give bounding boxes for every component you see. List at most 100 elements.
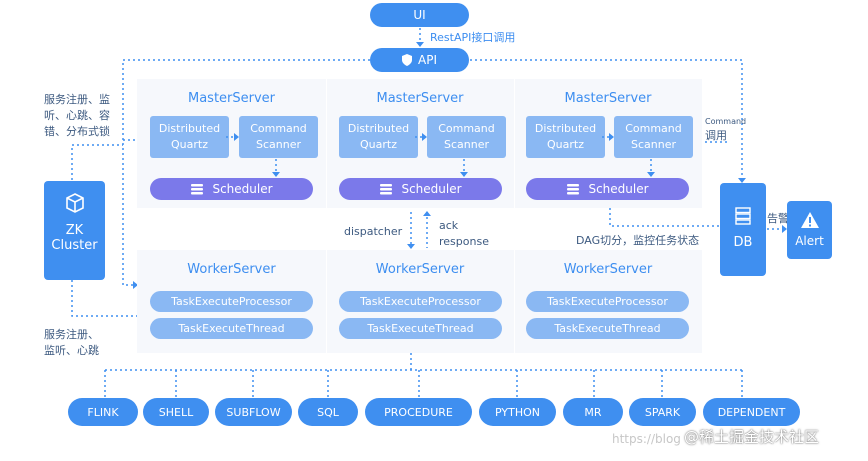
box-line: Scanner: [630, 138, 676, 151]
api-node: API: [370, 48, 469, 72]
database-stack-icon: [566, 183, 580, 195]
command-en: Command: [705, 117, 747, 126]
registry-note-line: 服务注册、监: [44, 93, 110, 106]
task-thread: TaskExecuteThread: [339, 318, 502, 339]
task-type-flink: FLINK: [68, 398, 138, 426]
dispatcher-label: dispatcher: [344, 225, 403, 238]
task-type-sql: SQL: [298, 398, 358, 426]
scheduler-bar: Scheduler: [526, 178, 689, 200]
ui-label: UI: [413, 8, 426, 22]
task-thread: TaskExecuteThread: [150, 318, 313, 339]
box-line: Distributed: [534, 122, 597, 135]
box-line: Command: [625, 122, 682, 135]
arrow-ui-api: [416, 42, 424, 47]
master-divider: [326, 79, 327, 208]
master-arrows: [415, 133, 468, 177]
master-divider: [514, 79, 515, 208]
api-db-connector: [470, 59, 743, 182]
zk-bottom-connector: [71, 280, 137, 317]
worker-divider: [514, 250, 515, 353]
box-line: Quartz: [547, 138, 584, 151]
task-thread: TaskExecuteThread: [526, 318, 689, 339]
response-line: response: [439, 235, 489, 248]
watermark-brand: @稀土掘金技术社区: [684, 428, 820, 446]
scheduler-bar: Scheduler: [339, 178, 502, 200]
master-arrows: [226, 133, 280, 177]
box-line: Quartz: [171, 138, 208, 151]
task-type-mr: MR: [563, 398, 623, 426]
task-type-spark: SPARK: [629, 398, 696, 426]
worker-divider: [326, 250, 327, 353]
box-line: Command: [250, 122, 307, 135]
task-bus-drops: [104, 370, 743, 398]
box-line: Command: [438, 122, 495, 135]
alert-label: Alert: [795, 234, 824, 248]
worker-title: WorkerServer: [563, 262, 653, 277]
worker-title: WorkerServer: [375, 262, 465, 277]
server-icon: [720, 207, 766, 229]
worker-title: WorkerServer: [187, 262, 276, 277]
db-label: DB: [733, 235, 753, 250]
scheduler-label: Scheduler: [212, 182, 273, 196]
shield-icon: [402, 54, 412, 66]
registry-note-line: 听、心跳、容: [44, 109, 110, 122]
registry-note: 服务注册、监 听、心跳、容 错、分布式锁: [44, 92, 110, 140]
worker-server: WorkerServer TaskExecuteProcessor TaskEx…: [514, 250, 702, 353]
alert-node: Alert: [787, 201, 832, 259]
zk-label-sub: Cluster: [51, 238, 98, 253]
zk-label: ZK: [65, 223, 84, 238]
dag-db-connector: [609, 208, 720, 227]
box-line: Distributed: [158, 122, 221, 135]
api-label: API: [418, 53, 437, 67]
box-line: Scanner: [255, 138, 301, 151]
arrow-db-alert: [782, 225, 787, 233]
task-processor: TaskExecuteProcessor: [526, 291, 689, 312]
task-processor: TaskExecuteProcessor: [150, 291, 313, 312]
task-type-dependent: DEPENDENT: [703, 398, 800, 426]
master-title: MasterServer: [564, 91, 652, 106]
master-title: MasterServer: [187, 91, 276, 106]
cube-icon: [44, 193, 105, 217]
command-call-note: Command 调用: [705, 116, 746, 143]
arrow-ack: [423, 211, 431, 216]
registry-bottom-line: 服务注册、: [44, 328, 99, 341]
scheduler-label: Scheduler: [588, 182, 649, 196]
zk-cluster-node: ZK Cluster: [44, 181, 105, 280]
task-type-procedure: PROCEDURE: [365, 398, 472, 426]
watermark-url: https://blog: [612, 432, 681, 446]
task-processor: TaskExecuteProcessor: [339, 291, 502, 312]
arrow-api-db: [738, 178, 746, 183]
database-stack-icon: [379, 183, 393, 195]
alert-note: 告警: [767, 212, 789, 225]
task-type-shell: SHELL: [143, 398, 209, 426]
task-type-subflow: SUBFLOW: [215, 398, 292, 426]
master-arrows: [602, 133, 655, 177]
box-line: Quartz: [360, 138, 397, 151]
db-node: DB: [720, 183, 766, 276]
database-stack-icon: [190, 183, 204, 195]
ack-line: ack: [439, 219, 459, 232]
registry-note-line: 错、分布式锁: [44, 125, 110, 138]
worker-server: WorkerServer TaskExecuteProcessor TaskEx…: [326, 250, 514, 353]
master-title: MasterServer: [376, 91, 464, 106]
task-type-python: PYTHON: [479, 398, 556, 426]
box-line: Distributed: [347, 122, 410, 135]
rest-api-note: RestAPI接口调用: [430, 31, 516, 44]
scheduler-label: Scheduler: [401, 182, 462, 196]
command-cn: 调用: [705, 129, 727, 142]
registry-bottom-line: 监听、心跳: [44, 344, 99, 357]
dag-note: DAG切分，监控任务状态: [576, 234, 700, 247]
box-line: Scanner: [443, 138, 489, 151]
ack-response-label: ack response: [439, 218, 489, 250]
zk-top-connector: [71, 144, 123, 180]
arrow-dispatcher: [407, 244, 415, 249]
